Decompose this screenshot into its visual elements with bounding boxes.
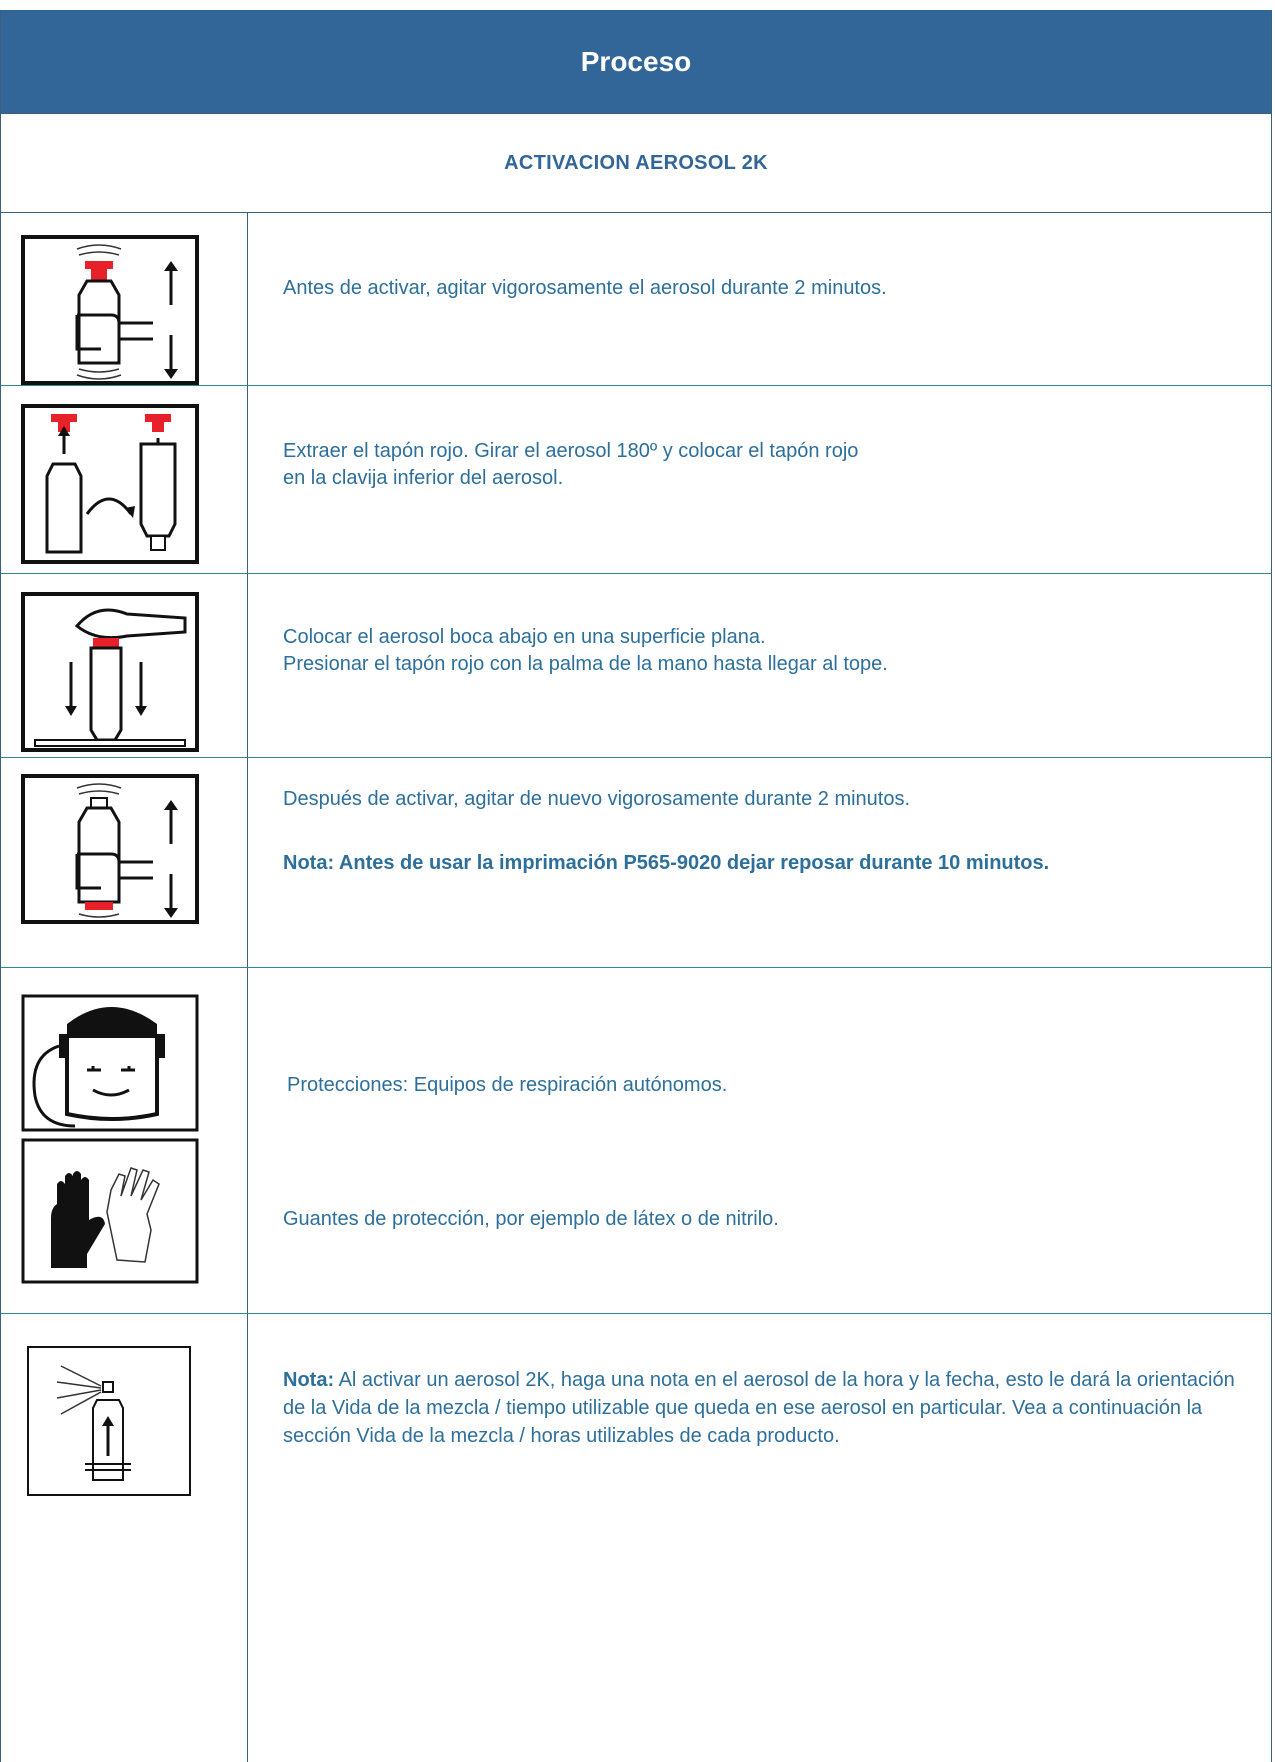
spray-can-icon xyxy=(27,1346,191,1496)
step-text: Extraer el tapón rojo. Girar el aerosol … xyxy=(283,440,859,489)
shake-aerosol-icon xyxy=(21,235,199,385)
step-text: Antes de activar, agitar vigorosamente e… xyxy=(283,277,887,299)
page-title: Proceso xyxy=(1,10,1271,113)
step-row: Extraer el tapón rojo. Girar el aerosol … xyxy=(1,386,1271,574)
step-note: Nota: Al activar un aerosol 2K, haga una… xyxy=(283,1369,1235,1447)
process-document: Proceso ACTIVACION AEROSOL 2K Antes de a… xyxy=(0,10,1272,1762)
section-title: ACTIVACION AEROSOL 2K xyxy=(1,113,1271,213)
step-note: Nota: Antes de usar la imprimación P565-… xyxy=(283,852,1050,874)
shake-aerosol-icon xyxy=(21,774,199,924)
step-row: Nota: Al activar un aerosol 2K, haga una… xyxy=(1,1314,1271,1762)
step-row: Antes de activar, agitar vigorosamente e… xyxy=(1,213,1271,386)
step-row: Protecciones: Equipos de respiración aut… xyxy=(1,968,1271,1314)
gloves-icon xyxy=(21,1138,199,1284)
step-text: Guantes de protección, por ejemplo de lá… xyxy=(283,1208,779,1230)
press-cap-icon xyxy=(21,592,199,752)
step-row: Después de activar, agitar de nuevo vigo… xyxy=(1,758,1271,968)
step-text: Después de activar, agitar de nuevo vigo… xyxy=(283,788,911,810)
step-row: Colocar el aerosol boca abajo en una sup… xyxy=(1,574,1271,758)
respirator-icon xyxy=(21,994,199,1132)
step-text: Colocar el aerosol boca abajo en una sup… xyxy=(283,626,888,675)
remove-red-cap-icon xyxy=(21,404,199,564)
step-text: Protecciones: Equipos de respiración aut… xyxy=(287,1074,728,1096)
